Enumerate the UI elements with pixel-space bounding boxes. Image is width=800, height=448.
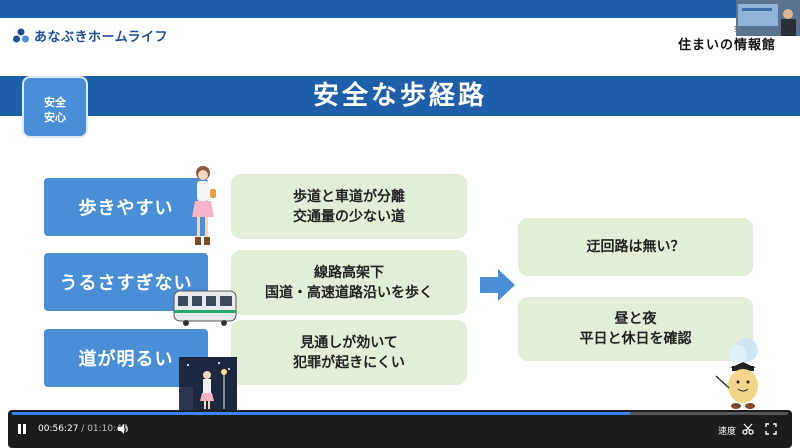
right-arrow-icon [480, 269, 515, 301]
scissors-icon[interactable] [742, 423, 754, 435]
detail-box-1: 歩道と車道が分離 交通量の少ない道 [231, 174, 467, 239]
fullscreen-icon[interactable] [765, 423, 777, 435]
detail-1-line-1: 歩道と車道が分離 [293, 188, 405, 205]
check-box-1: 迂回路は無い？ [518, 218, 753, 276]
detail-2-line-2: 国道・高速道路沿いを歩く [265, 284, 433, 301]
duration: 01:10:47 [87, 424, 128, 434]
time-separator: / [78, 424, 88, 434]
night-street-illustration [179, 357, 237, 412]
slide-title: 安全な歩経路 [312, 81, 487, 111]
detail-box-3: 見通しが効いて 犯罪が起きにくい [231, 320, 467, 385]
time-display: 00:56:27 / 01:10:47 [38, 424, 128, 434]
safety-badge: 安全 安心 [22, 76, 88, 138]
detail-3-line-2: 犯罪が起きにくい [293, 354, 405, 371]
badge-line-1: 安全 [44, 96, 66, 109]
progress-bar[interactable] [12, 412, 788, 415]
badge-line-2: 安心 [44, 111, 66, 124]
walking-woman-illustration [192, 166, 216, 245]
pause-icon[interactable] [16, 423, 28, 435]
presenter-image [736, 0, 800, 36]
playback-speed-button[interactable]: 速度 [718, 427, 737, 437]
current-time: 00:56:27 [38, 424, 79, 434]
presenter-webcam [736, 0, 800, 36]
detail-2-line-1: 線路高架下 [314, 264, 384, 281]
company-logo: あなぶきホームライフ [12, 26, 168, 45]
logo-icon [13, 28, 29, 42]
video-controls-bar [8, 410, 792, 448]
progress-fill [12, 412, 631, 415]
title-bar [0, 76, 800, 116]
check-box-2: 昼と夜 平日と休日を確認 [518, 297, 753, 361]
check-2-line-1: 昼と夜 [614, 311, 657, 327]
check-1-line-1: 迂回路は無い？ [586, 239, 685, 255]
detail-box-2: 線路高架下 国道・高速道路沿いを歩く [231, 250, 467, 315]
mascot-illustration [715, 338, 758, 409]
train-illustration [173, 290, 237, 326]
logo-text: あなぶきホームライフ [34, 30, 168, 45]
top-accent-bar [0, 0, 800, 18]
volume-icon[interactable] [117, 423, 130, 435]
detail-1-line-2: 交通量の少ない道 [293, 208, 405, 225]
criterion-walkable: 歩きやすい [44, 178, 208, 236]
check-2-line-2: 平日と休日を確認 [579, 331, 692, 347]
detail-3-line-1: 見通しが効いて [300, 334, 398, 351]
brand-main-title: 住まいの情報館 [677, 38, 776, 53]
